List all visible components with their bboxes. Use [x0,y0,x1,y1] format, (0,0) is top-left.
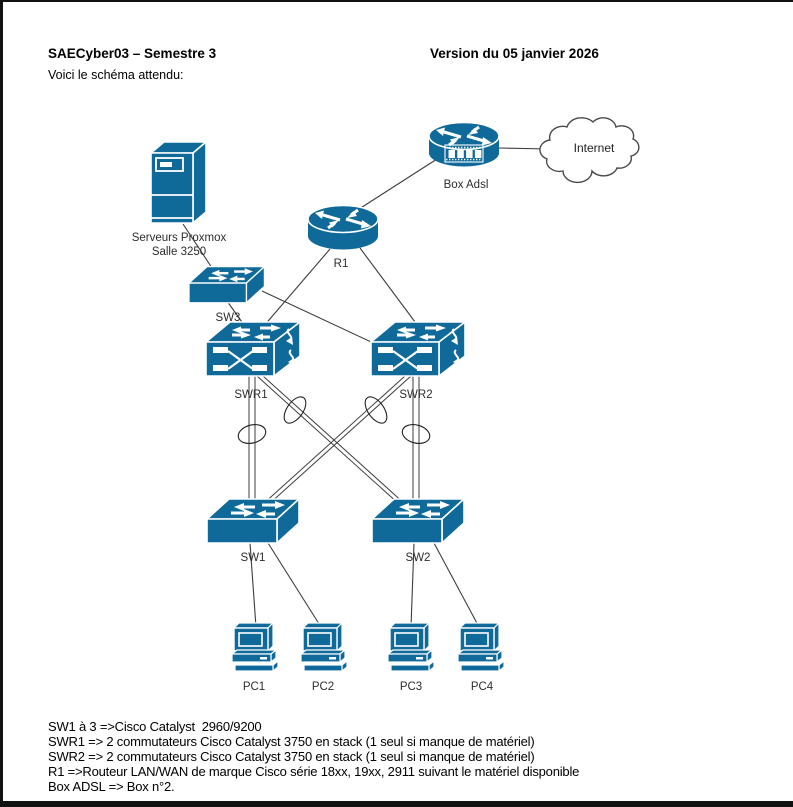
channel-ellipse-swr2-sw2 [401,424,431,444]
box-adsl-panel [444,144,484,163]
node-swr1: SWR1 [204,320,302,401]
node-box-adsl: Box Adsl [427,121,501,191]
pc1-icon [231,622,279,672]
swr1-label: SWR1 [234,389,267,401]
link-swr1-sw2-b [262,375,417,515]
sw3-label: SW3 [216,312,241,324]
node-pc4: PC4 [457,622,505,693]
page-border-left [0,0,3,807]
node-swr2: SWR2 [369,320,467,401]
link-swr2-sw1-a [257,375,412,515]
pc2-icon [300,622,348,672]
node-sw3: SW3 [187,265,266,324]
r1-router-icon [306,204,380,251]
node-internet: Internet [539,117,640,184]
sw2-switch-icon [370,497,466,545]
note-sw1-3: SW1 à 3 =>Cisco Catalyst 2960/9200 [48,719,262,734]
channel-ellipse-swr1-sw1 [237,424,267,444]
link-sw2-pc3 [410,542,415,628]
note-swr1: SWR1 => 2 commutateurs Cisco Catalyst 37… [48,734,535,749]
note-box-adsl: Box ADSL => Box n°2. [48,779,175,794]
link-r1-swr1 [262,248,331,328]
page-border-top [0,0,793,2]
server-label-line2: Salle 3250 [152,246,206,258]
link-r1-swr2 [359,247,422,331]
links [182,147,550,628]
pc3-label: PC3 [400,681,422,693]
box-adsl-label: Box Adsl [444,179,489,191]
channel-ellipse-swr1-sw2 [283,396,307,424]
equipment-notes: SW1 à 3 =>Cisco Catalyst 2960/9200 SWR1 … [48,719,579,794]
node-sw2: SW2 [370,497,466,564]
pc4-label: PC4 [471,681,494,693]
node-pc3: PC3 [387,622,435,693]
pc1-label: PC1 [243,681,265,693]
node-r1: R1 [306,204,380,270]
node-server: Serveurs Proxmox Salle 3250 [132,141,227,258]
link-r1-boxadsl [355,158,438,212]
sw3-switch-icon [187,265,266,304]
node-sw1: SW1 [205,497,301,564]
link-sw3-swr2 [261,290,385,349]
pc4-icon [457,622,505,672]
document-version: Version du 05 janvier 2026 [430,46,599,61]
pc2-label: PC2 [312,681,334,693]
swr1-mlswitch-icon [204,320,302,378]
cloud-icon [539,117,640,184]
server-icon [150,141,207,224]
link-sw2-pc4 [433,542,480,628]
link-server-sw3 [182,223,215,272]
sw2-label: SW2 [406,552,431,564]
node-pc1: PC1 [231,622,279,693]
note-swr2: SWR2 => 2 commutateurs Cisco Catalyst 37… [48,749,535,764]
node-pc2: PC2 [300,622,348,693]
server-label-line1: Serveurs Proxmox [132,232,227,244]
intro-text: Voici le schéma attendu: [48,68,184,82]
sw1-switch-icon [205,497,301,545]
link-sw1-pc2 [267,542,322,628]
swr2-label: SWR2 [399,389,432,401]
note-r1: R1 =>Routeur LAN/WAN de marque Cisco sér… [48,764,580,779]
pc3-icon [387,622,435,672]
link-sw1-pc1 [249,542,257,628]
link-swr1-sw2-a [256,375,411,515]
page-border-bottom [0,801,793,807]
swr2-mlswitch-icon [369,320,467,378]
channel-ellipse-swr2-sw1 [364,396,388,424]
document-title: SAECyber03 – Semestre 3 [48,46,217,61]
internet-label: Internet [574,141,615,155]
link-swr2-sw1-b [251,375,406,515]
r1-label: R1 [334,258,349,270]
sw1-label: SW1 [241,552,266,564]
